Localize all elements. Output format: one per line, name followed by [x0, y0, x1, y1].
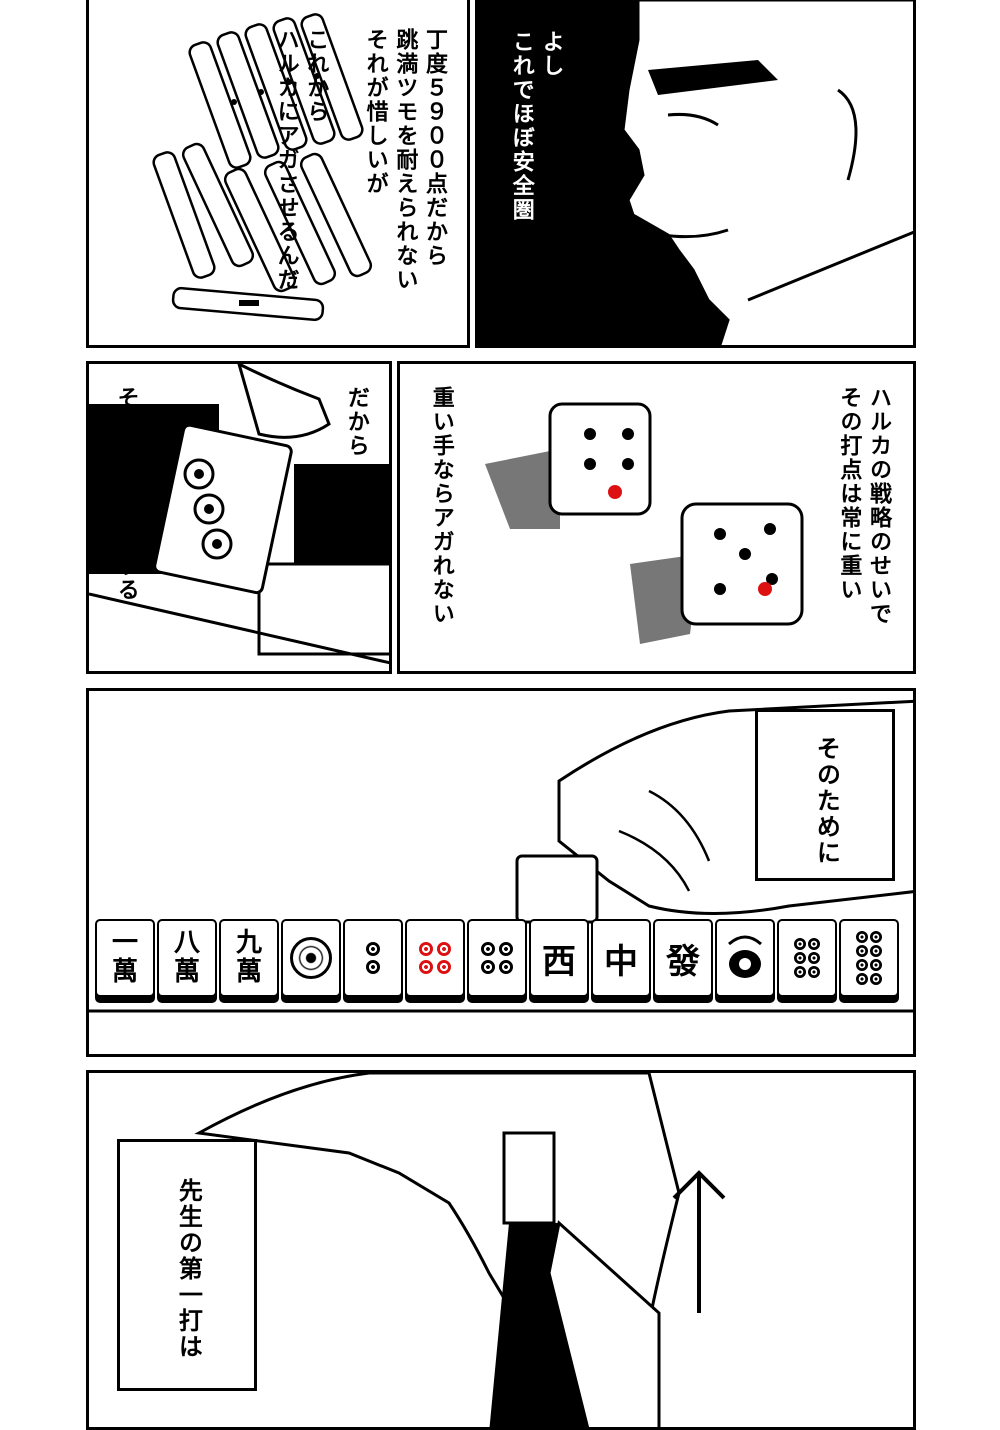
pin-icon — [808, 966, 820, 978]
pin-icon — [856, 973, 868, 985]
narration-text-1: ハルカの戦略のせいで その打点は常に重い — [836, 386, 891, 626]
panel-1-right: よし これでほぼ安全圏 — [475, 0, 916, 348]
pin-icon — [856, 959, 868, 971]
man-9-tile[interactable]: 九 萬 — [219, 919, 279, 997]
pin-icon — [870, 945, 882, 957]
pin-icon — [870, 959, 882, 971]
pin-icon — [499, 960, 513, 974]
pin-2-tile[interactable] — [343, 919, 403, 997]
panel-3: 一 萬 八 萬 九 萬 西 中 發 — [86, 688, 916, 1057]
pin-1-tile[interactable] — [281, 919, 341, 997]
narration-box: 先生の第一打は — [117, 1139, 257, 1391]
pin-big-icon — [290, 937, 332, 979]
panel-1-left: 丁度５９００点だから 跳満ツモを耐えられない それが惜しいが これから ハルカに… — [86, 0, 470, 348]
pin-icon — [419, 960, 433, 974]
narration-text: そのために — [812, 736, 841, 866]
speech-text: よし これでほぼ安全圏 — [508, 30, 564, 222]
narration-text-2: 重い手ならアガれない — [428, 386, 454, 626]
pin-icon — [366, 960, 380, 974]
west-tile[interactable]: 西 — [529, 919, 589, 997]
pin-5-red-tile[interactable] — [405, 919, 465, 997]
panel-4: 先生の第一打は — [86, 1070, 916, 1430]
green-dragon-tile[interactable]: 發 — [653, 919, 713, 997]
sou-1-tile[interactable] — [715, 919, 775, 997]
red-dragon-tile[interactable]: 中 — [591, 919, 651, 997]
pin-4-tile[interactable] — [467, 919, 527, 997]
man-1-tile[interactable]: 一 萬 — [95, 919, 155, 997]
pin-7-tile[interactable] — [777, 919, 837, 997]
narration-box: そのために — [755, 709, 895, 881]
man-8-tile[interactable]: 八 萬 — [157, 919, 217, 997]
scattered-tiles-illustration — [152, 13, 373, 322]
pin-icon — [437, 960, 451, 974]
narration-text: 丁度５９００点だから 跳満ツモを耐えられない それが惜しいが これから ハルカに… — [273, 28, 447, 292]
pin-icon — [437, 942, 451, 956]
pin-icon — [499, 942, 513, 956]
pin-icon — [794, 938, 806, 950]
speech-text-2: その戦略を破壊する — [113, 386, 139, 602]
pin-icon — [808, 938, 820, 950]
man-face-illustration — [621, 0, 913, 345]
pin-icon — [808, 952, 820, 964]
pin-icon — [856, 931, 868, 943]
first-discard-illustration — [194, 1073, 726, 1427]
tile-placement-illustration — [89, 364, 389, 665]
pin-icon — [870, 931, 882, 943]
speech-text-1: だから — [343, 386, 369, 458]
dice-illustration — [485, 402, 804, 644]
hand-tile-row: 一 萬 八 萬 九 萬 西 中 發 — [95, 919, 901, 997]
panel-2-right: ハルカの戦略のせいで その打点は常に重い 重い手ならアガれない — [397, 361, 916, 674]
pin-icon — [481, 942, 495, 956]
pin-icon — [419, 942, 433, 956]
pin-icon — [856, 945, 868, 957]
narration-text: 先生の第一打は — [174, 1178, 203, 1360]
pin-icon — [870, 973, 882, 985]
pin-icon — [366, 942, 380, 956]
pin-icon — [481, 960, 495, 974]
pin-icon — [794, 952, 806, 964]
panel-2-left: だから その戦略を破壊する — [86, 361, 392, 674]
bird-icon — [728, 935, 762, 978]
pin-9-tile[interactable] — [839, 919, 899, 997]
pin-icon — [794, 966, 806, 978]
